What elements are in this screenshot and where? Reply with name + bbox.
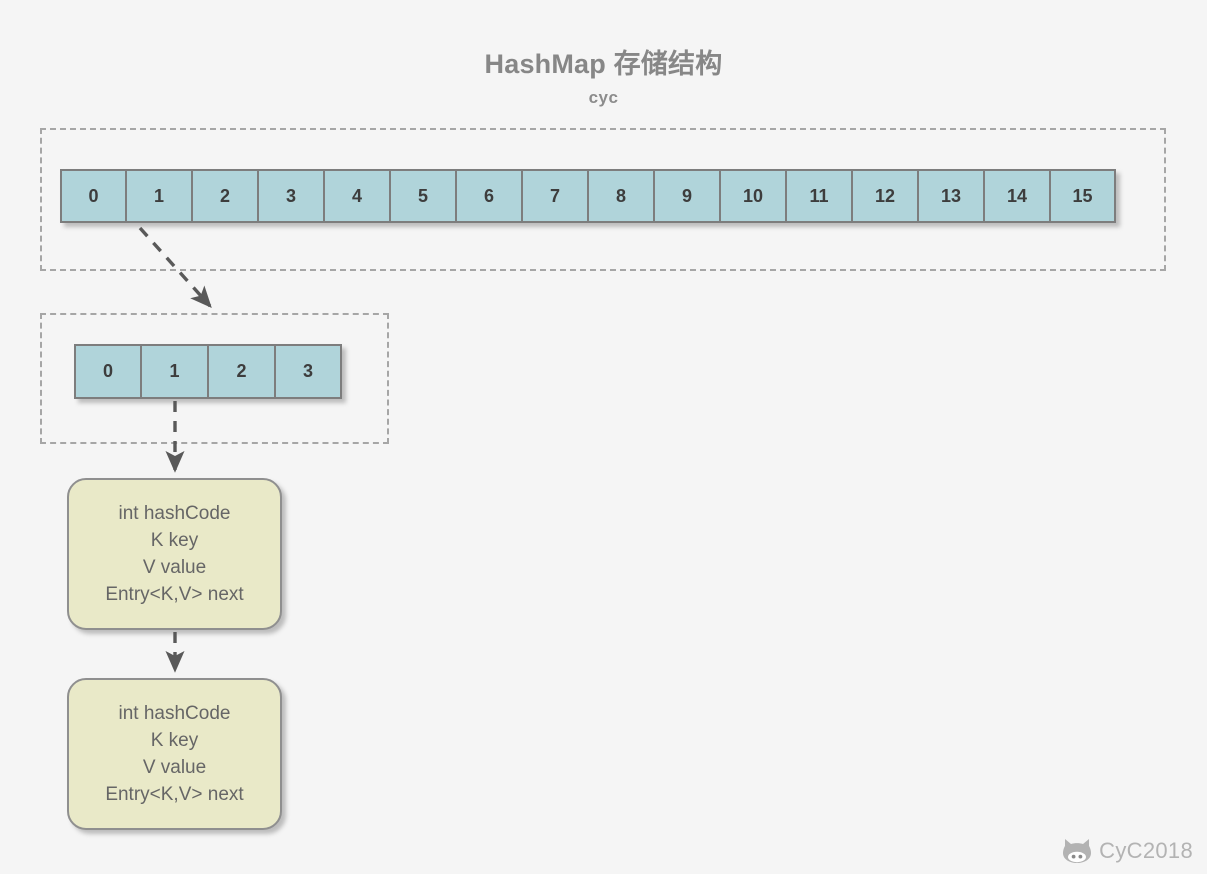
watermark: CyC2018 [1062, 838, 1193, 864]
chain-array-container [40, 313, 389, 444]
watermark-label: CyC2018 [1099, 838, 1193, 863]
page-subtitle: cyc [588, 88, 619, 107]
bucket-cell-1[interactable]: 1 [126, 169, 192, 223]
bucket-cell-6[interactable]: 6 [456, 169, 522, 223]
chain-cell-3[interactable]: 3 [275, 344, 342, 399]
entry-node-2-line-next: Entry<K,V> next [105, 784, 244, 805]
entry-node-1-line-key: K key [150, 530, 199, 551]
bucket-cell-4[interactable]: 4 [324, 169, 390, 223]
bucket-cell-9[interactable]: 9 [654, 169, 720, 223]
entry-node-2-line-hashcode: int hashCode [118, 703, 231, 724]
chain-cell-1[interactable]: 1 [141, 344, 208, 399]
chain-cell-2[interactable]: 2 [208, 344, 275, 399]
bucket-cell-2[interactable]: 2 [192, 169, 258, 223]
entry-node-2-line-key: K key [150, 730, 199, 751]
page-title: HashMap 存储结构 [484, 49, 723, 79]
chain-array-row: 0 1 2 3 [74, 344, 342, 399]
bucket-cell-14[interactable]: 14 [984, 169, 1050, 223]
entry-node-1-line-next: Entry<K,V> next [105, 584, 244, 605]
bucket-cell-8[interactable]: 8 [588, 169, 654, 223]
bucket-cell-10[interactable]: 10 [720, 169, 786, 223]
cat-face-icon [1063, 839, 1092, 863]
bucket-array-row: 0 1 2 3 4 5 6 7 8 9 10 11 12 13 14 15 [60, 169, 1116, 223]
entry-node-2-line-value: V value [142, 757, 207, 778]
bucket-cell-7[interactable]: 7 [522, 169, 588, 223]
bucket-cell-0[interactable]: 0 [60, 169, 126, 223]
entry-node-2[interactable]: int hashCode K key V value Entry<K,V> ne… [67, 678, 282, 830]
entry-node-1-line-hashcode: int hashCode [118, 503, 231, 524]
bucket-cell-11[interactable]: 11 [786, 169, 852, 223]
bucket-array-container [40, 128, 1166, 271]
bucket-cell-12[interactable]: 12 [852, 169, 918, 223]
bucket-cell-15[interactable]: 15 [1050, 169, 1116, 223]
bucket-cell-3[interactable]: 3 [258, 169, 324, 223]
bucket-cell-13[interactable]: 13 [918, 169, 984, 223]
chain-cell-0[interactable]: 0 [74, 344, 141, 399]
bucket-cell-5[interactable]: 5 [390, 169, 456, 223]
entry-node-1[interactable]: int hashCode K key V value Entry<K,V> ne… [67, 478, 282, 630]
entry-node-1-line-value: V value [142, 557, 207, 578]
